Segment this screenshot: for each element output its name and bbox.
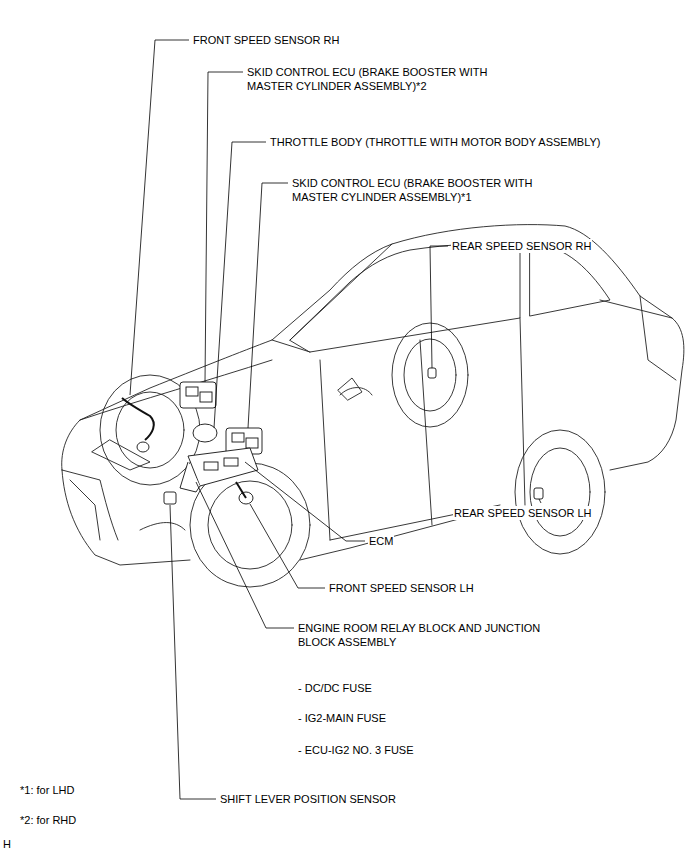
part-label: SKID CONTROL ECU (BRAKE BOOSTER WITH MAS… bbox=[246, 65, 520, 93]
part-label: REAR SPEED SENSOR RH bbox=[451, 239, 592, 253]
part-label: ENGINE ROOM RELAY BLOCK AND JUNCTION BLO… bbox=[297, 621, 577, 649]
part-label: THROTTLE BODY (THROTTLE WITH MOTOR BODY … bbox=[269, 135, 601, 149]
fuse-label: - IG2-MAIN FUSE bbox=[297, 711, 387, 725]
footnote: *2: for RHD bbox=[19, 813, 77, 827]
part-label: FRONT SPEED SENSOR RH bbox=[192, 33, 341, 47]
part-label: REAR SPEED SENSOR LH bbox=[453, 506, 593, 520]
footnote: *1: for LHD bbox=[19, 783, 75, 797]
part-label: SKID CONTROL ECU (BRAKE BOOSTER WITH MAS… bbox=[291, 176, 565, 204]
part-label: SHIFT LEVER POSITION SENSOR bbox=[219, 792, 397, 806]
fuse-label: - DC/DC FUSE bbox=[297, 681, 373, 695]
figure-code: H bbox=[2, 837, 12, 851]
fuse-label: - ECU-IG2 NO. 3 FUSE bbox=[297, 743, 415, 757]
part-label: FRONT SPEED SENSOR LH bbox=[328, 581, 475, 595]
part-label: ECM bbox=[368, 534, 394, 548]
